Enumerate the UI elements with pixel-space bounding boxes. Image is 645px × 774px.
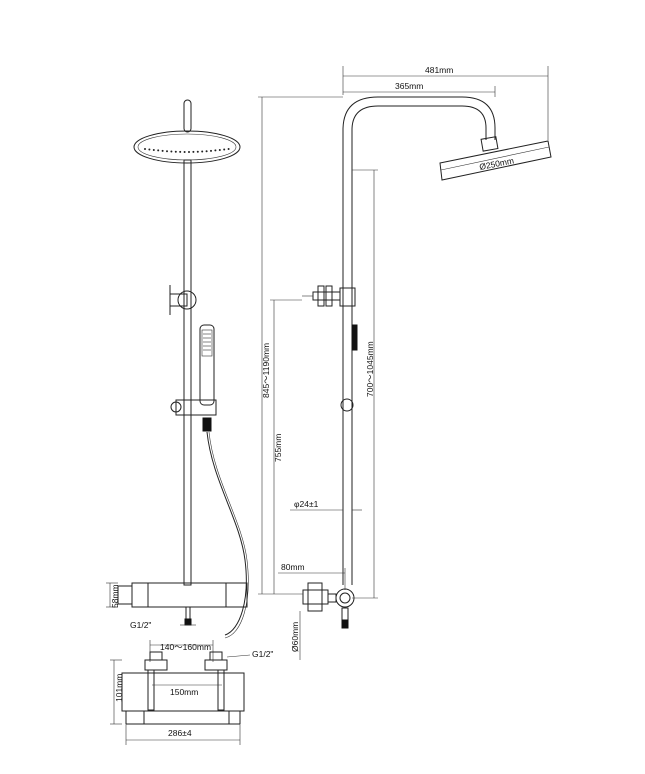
arm-inner [351, 105, 487, 585]
nozzle-dot [157, 149, 160, 152]
hand-shower-holder [170, 399, 217, 416]
diverter-side [302, 285, 356, 307]
front-view: 58mm G1/2" [106, 99, 249, 639]
pipe-diameter-label: φ24±1 [294, 499, 319, 509]
rain-shower-head [133, 130, 241, 164]
hand-shower [199, 324, 215, 432]
wall-offset-label: 80mm [281, 562, 305, 572]
valve-width-label: 286±4 [168, 728, 192, 738]
overall-width-label: 481mm [425, 65, 453, 75]
valve-depth-label: 101mm [114, 674, 124, 702]
hand-shower-side [351, 324, 358, 351]
arm-reach-label: 365mm [395, 81, 423, 91]
nozzle-dot [192, 150, 195, 153]
nozzle-dot [214, 149, 217, 152]
side-view: Ø250mm 481mm [258, 65, 552, 660]
nozzle-dot [144, 148, 146, 150]
nozzle-dot [218, 148, 221, 151]
diverter-knob [169, 285, 197, 315]
valve-height-label: 58mm [110, 584, 120, 608]
inlet-centers-label: 150mm [170, 687, 198, 697]
rain-head-side [439, 140, 552, 181]
nozzle-dot [210, 149, 212, 152]
thermostatic-valve-front [117, 582, 248, 626]
nozzle-dot [183, 150, 186, 153]
inlet-bottom-label: G1/2" [130, 620, 151, 630]
nozzle-dot [223, 148, 226, 151]
holder-side [340, 398, 354, 412]
total-height-label: 845～1190mm [261, 343, 271, 398]
nozzle-dot [201, 150, 204, 153]
top-rod [183, 99, 192, 133]
flange-diameter-label: Ø60mm [290, 622, 300, 652]
head-diameter-label: Ø250mm [478, 155, 514, 171]
nozzle-dot [148, 148, 151, 151]
riser-pipe [183, 159, 192, 586]
inlet-side-label: G1/2" [252, 649, 273, 659]
nozzle-dot [196, 150, 199, 153]
nozzle-dot [161, 149, 164, 152]
rail-height-label: 755mm [273, 434, 283, 462]
arm-outer [342, 96, 496, 585]
nozzle-dot [188, 150, 190, 153]
nozzle-dot [179, 150, 182, 153]
hose [206, 431, 247, 636]
nozzle-dot [152, 148, 155, 151]
nozzle-dot [174, 150, 177, 153]
adjust-height-label: 700～1045mm [365, 341, 375, 397]
nozzle-dot [166, 150, 168, 153]
nozzle-dot [170, 150, 173, 153]
nozzle-dot [205, 150, 208, 153]
valve-side [302, 582, 355, 629]
valve-top-view: 140～160mm G1/2" 150mm 101mm 286±4 [110, 640, 273, 745]
nozzle-dot [227, 148, 230, 150]
inlet-spacing-label: 140～160mm [160, 642, 211, 652]
